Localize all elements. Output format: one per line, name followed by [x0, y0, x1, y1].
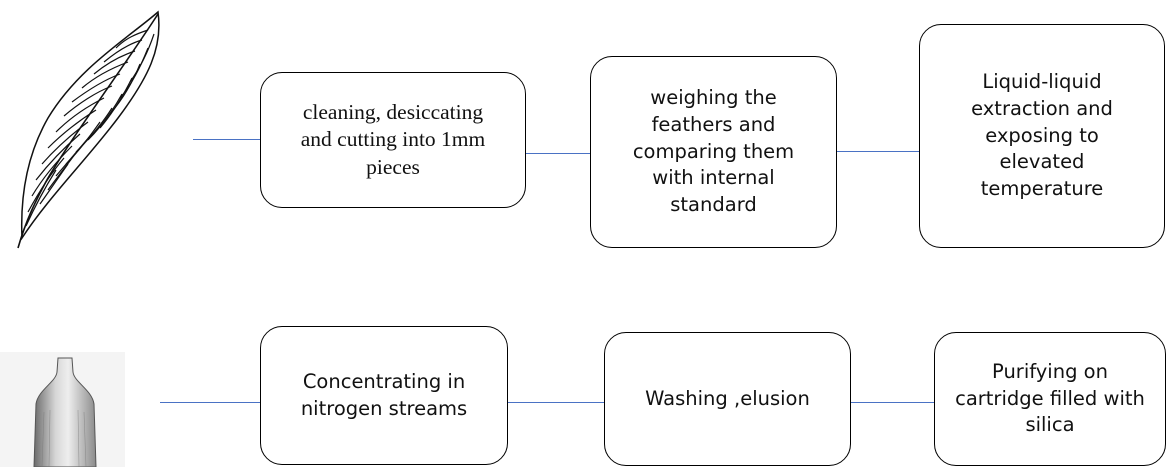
step-cleaning-box: cleaning, desiccating and cutting into 1…: [260, 72, 526, 208]
step-washing-box: Washing ,elusion: [604, 332, 851, 466]
step-weighing-text: weighing the feathers and comparing them…: [632, 85, 795, 217]
bottle-icon: [0, 352, 125, 467]
connector-step2-to-step3: [837, 151, 919, 152]
step-cleaning-text: cleaning, desiccating and cutting into 1…: [300, 99, 486, 179]
step-purifying-text: Purifying on cartridge filled with silic…: [955, 359, 1145, 437]
step-weighing-box: weighing the feathers and comparing them…: [590, 56, 837, 248]
step-extraction-box: Liquid-liquid extraction and exposing to…: [919, 24, 1165, 248]
connector-feather-to-step1: [193, 139, 260, 140]
connector-step4-to-step5: [508, 402, 604, 403]
step-concentrating-box: Concentrating in nitrogen streams: [260, 326, 508, 465]
step-concentrating-text: Concentrating in nitrogen streams: [300, 369, 468, 420]
feather-icon: [17, 10, 160, 249]
step-washing-text: Washing ,elusion: [645, 386, 810, 410]
step-purifying-box: Purifying on cartridge filled with silic…: [934, 332, 1166, 466]
connector-step1-to-step2: [526, 153, 590, 154]
step-extraction-text: Liquid-liquid extraction and exposing to…: [971, 69, 1113, 201]
connector-step5-to-step6: [851, 402, 934, 403]
connector-bottle-to-step4: [160, 402, 260, 403]
